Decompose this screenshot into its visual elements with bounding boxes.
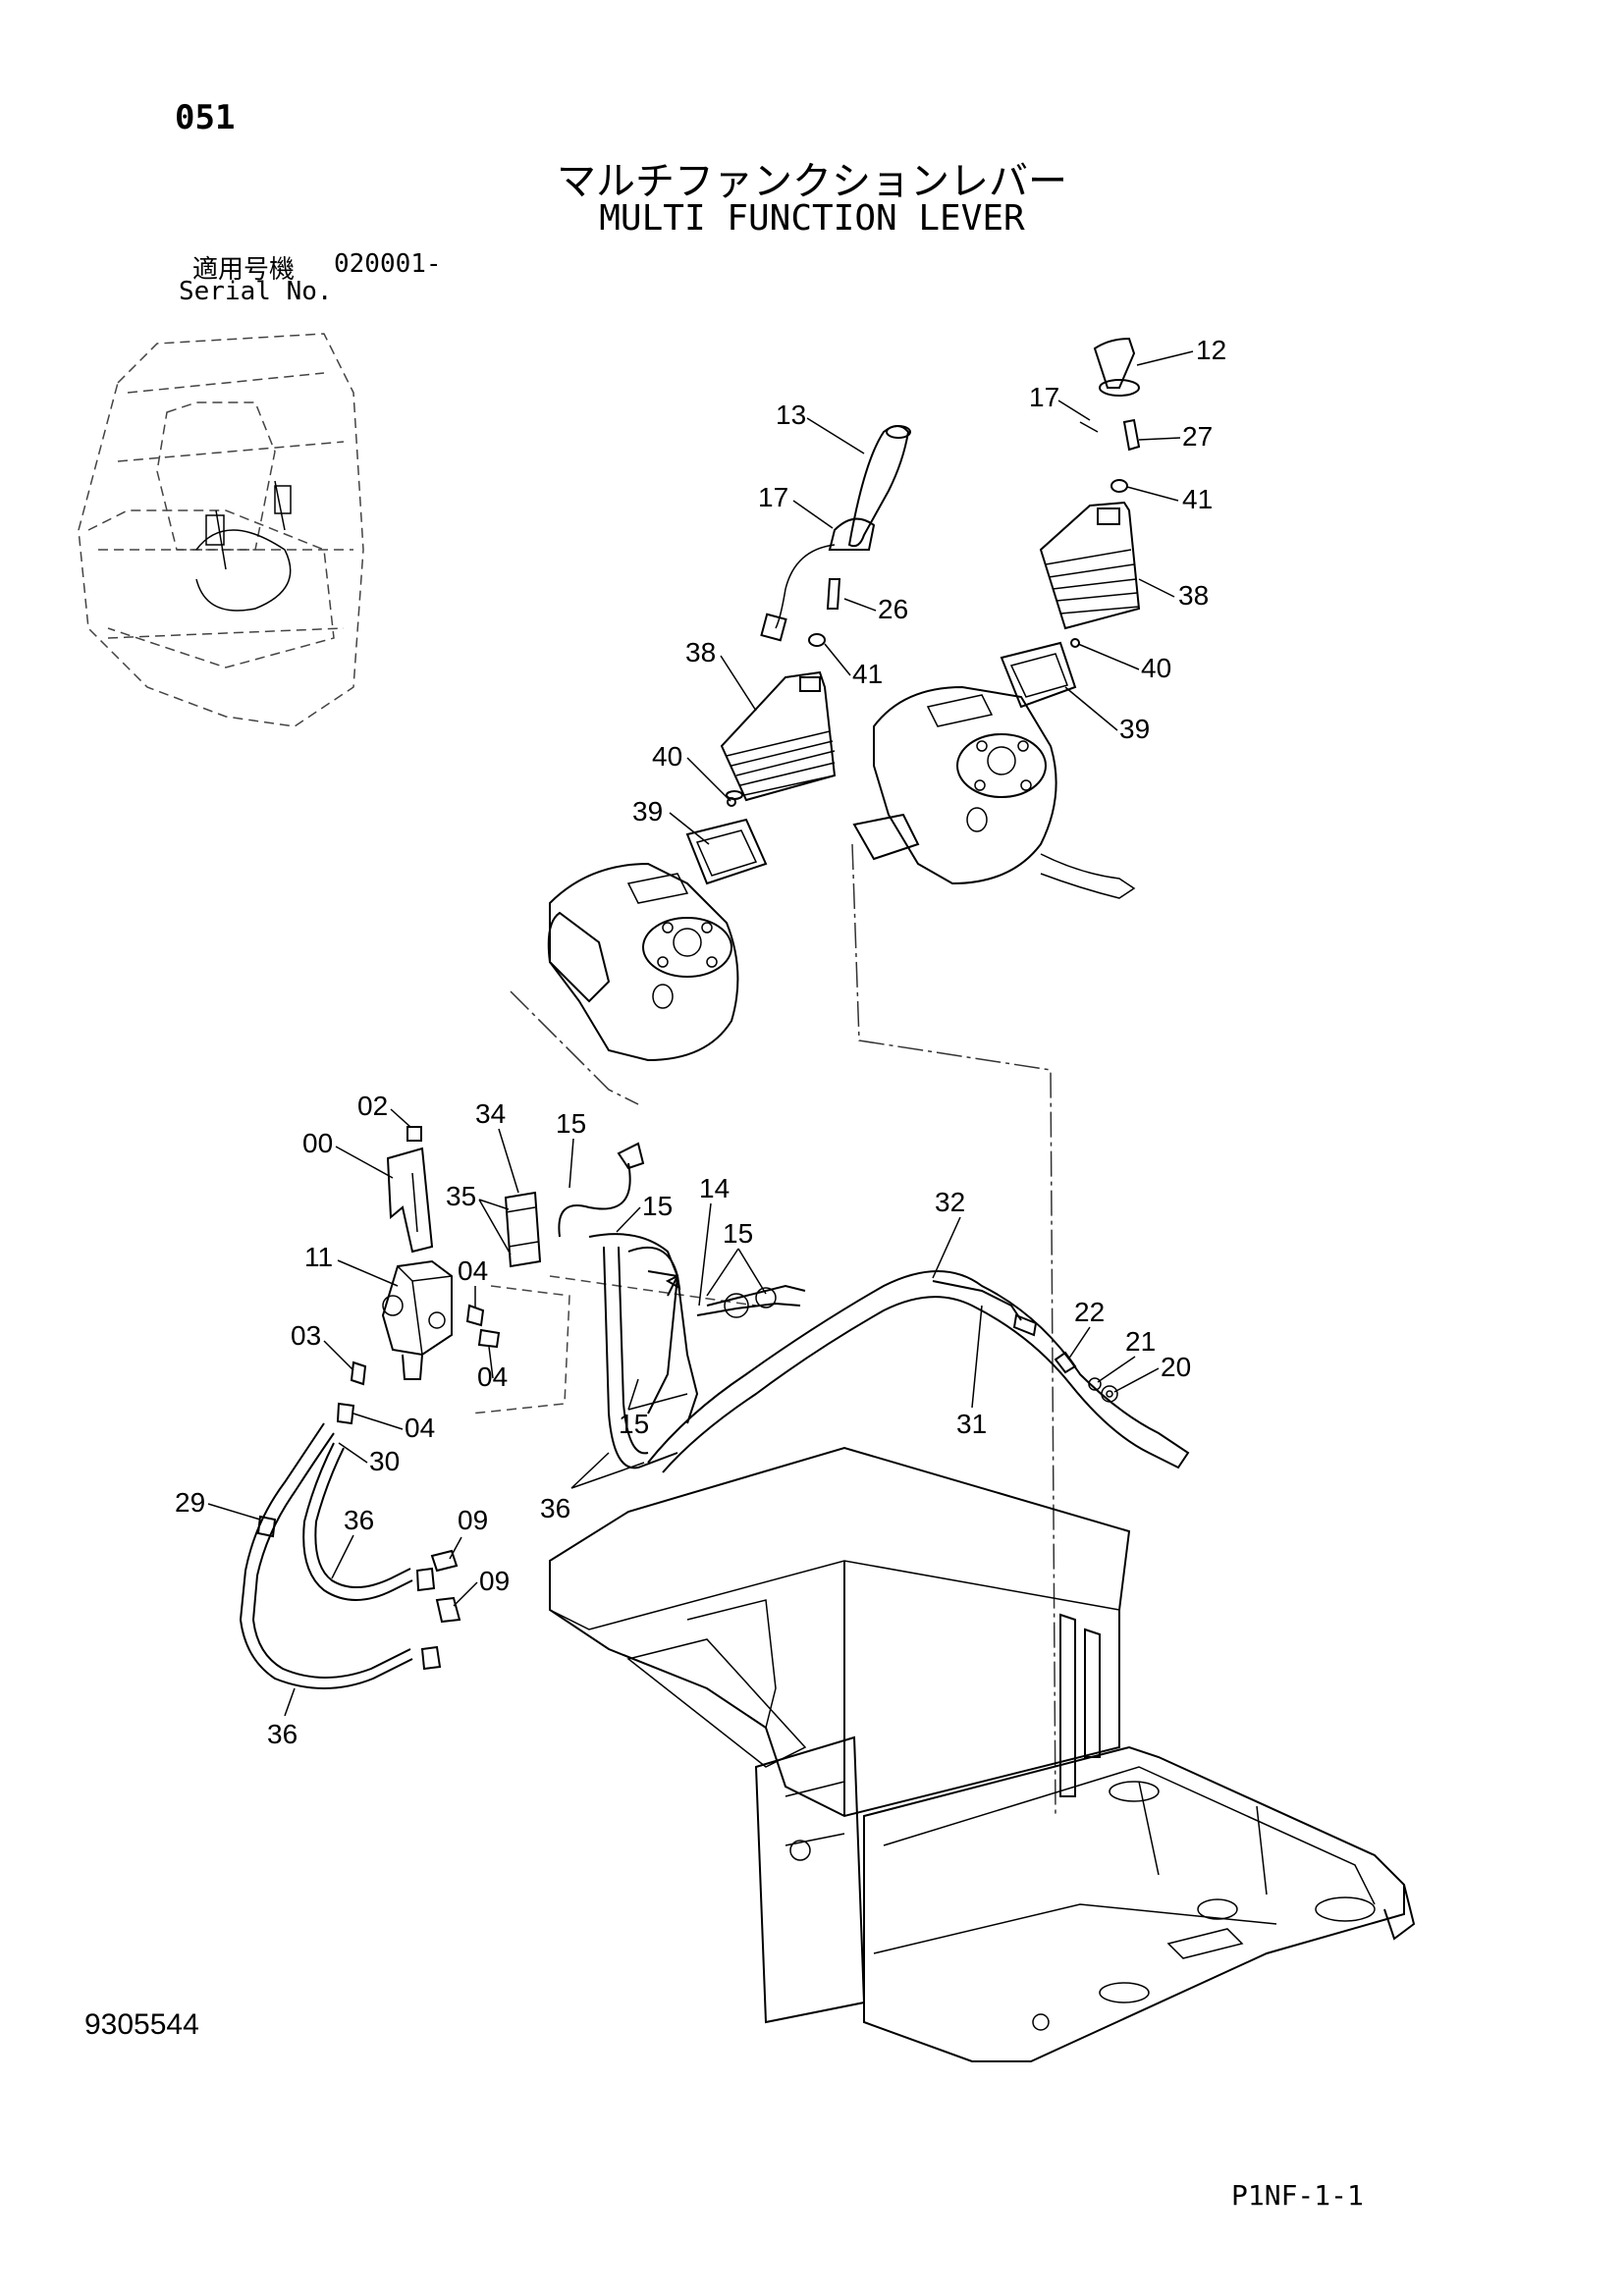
- drawing-number: 9305544: [84, 2008, 199, 2041]
- callout-36-middle: 36: [344, 1505, 374, 1535]
- callout-15-mid: 15: [642, 1191, 673, 1221]
- callout-34: 34: [475, 1098, 506, 1129]
- leader-harness: [470, 1275, 757, 1415]
- callout-09-lower: 09: [479, 1566, 510, 1596]
- serial-value: 020001-: [334, 249, 442, 279]
- callout-22: 22: [1074, 1297, 1105, 1327]
- callout-39-right: 39: [1119, 714, 1150, 744]
- callout-15-right: 15: [723, 1218, 753, 1249]
- callout-21: 21: [1125, 1326, 1156, 1357]
- callout-11: 11: [304, 1242, 333, 1272]
- left-lever-grip: [760, 425, 911, 647]
- page-number: 051: [175, 98, 236, 137]
- callout-leaders: [207, 350, 1194, 1717]
- callout-41-right: 41: [1182, 484, 1213, 514]
- callout-15-bottom: 15: [619, 1409, 649, 1439]
- relay: [504, 1191, 542, 1268]
- callout-32: 32: [935, 1187, 965, 1217]
- callout-labels: 12 17 27 41 38 40 39 13 17 26 38 41 40 3…: [175, 335, 1226, 1749]
- callout-27: 27: [1182, 421, 1213, 452]
- callout-35: 35: [446, 1181, 476, 1211]
- callout-17-left: 17: [758, 482, 788, 512]
- callout-26: 26: [878, 594, 908, 624]
- leader-left-console: [510, 990, 639, 1105]
- title-english: MULTI FUNCTION LEVER: [599, 198, 1025, 239]
- leader-right-console: [851, 843, 1056, 1817]
- callout-03: 03: [291, 1320, 321, 1351]
- hydraulic-hoses: [239, 1422, 461, 1689]
- cable-assembly: [647, 1270, 1190, 1473]
- callout-04-lower: 04: [405, 1413, 435, 1443]
- cab-locator-thumbnail: [78, 333, 364, 727]
- callout-00: 00: [302, 1128, 333, 1158]
- callout-12: 12: [1196, 335, 1226, 365]
- callout-36-bottom: 36: [267, 1719, 298, 1749]
- callout-36-harness: 36: [540, 1493, 570, 1523]
- callout-30: 30: [369, 1446, 400, 1476]
- cab-frame: [549, 1446, 1416, 2062]
- callout-09-upper: 09: [458, 1505, 488, 1535]
- left-console: [547, 862, 739, 1062]
- callout-02: 02: [357, 1091, 388, 1121]
- callout-15-top: 15: [556, 1108, 586, 1139]
- right-lever-boot: [1000, 501, 1141, 709]
- right-lever-grip: [1079, 337, 1141, 493]
- callout-31: 31: [956, 1409, 987, 1439]
- right-console: [852, 685, 1136, 899]
- left-lever-boot: [685, 670, 837, 885]
- callout-17-right: 17: [1029, 382, 1059, 412]
- callout-41-left: 41: [852, 659, 883, 689]
- wire-harness: [558, 1142, 806, 1469]
- callout-39-left: 39: [632, 796, 663, 827]
- solenoid-valve: [336, 1259, 501, 1425]
- bracket: [386, 1126, 434, 1254]
- callout-13: 13: [776, 400, 806, 430]
- callout-14: 14: [699, 1173, 730, 1203]
- title-japanese: マルチファンクションレバー: [557, 159, 1067, 204]
- serial-label-english: Serial No.: [179, 277, 333, 306]
- callout-20: 20: [1161, 1352, 1191, 1382]
- callout-38-left: 38: [685, 637, 716, 667]
- page-code: P1NF-1-1: [1231, 2179, 1364, 2212]
- callout-04-upper: 04: [458, 1255, 488, 1286]
- callout-29: 29: [175, 1487, 205, 1518]
- serial-label-japanese: 適用号機: [192, 255, 296, 285]
- callout-40-right: 40: [1141, 653, 1171, 683]
- callout-40-left: 40: [652, 741, 682, 772]
- callout-38-right: 38: [1178, 580, 1209, 611]
